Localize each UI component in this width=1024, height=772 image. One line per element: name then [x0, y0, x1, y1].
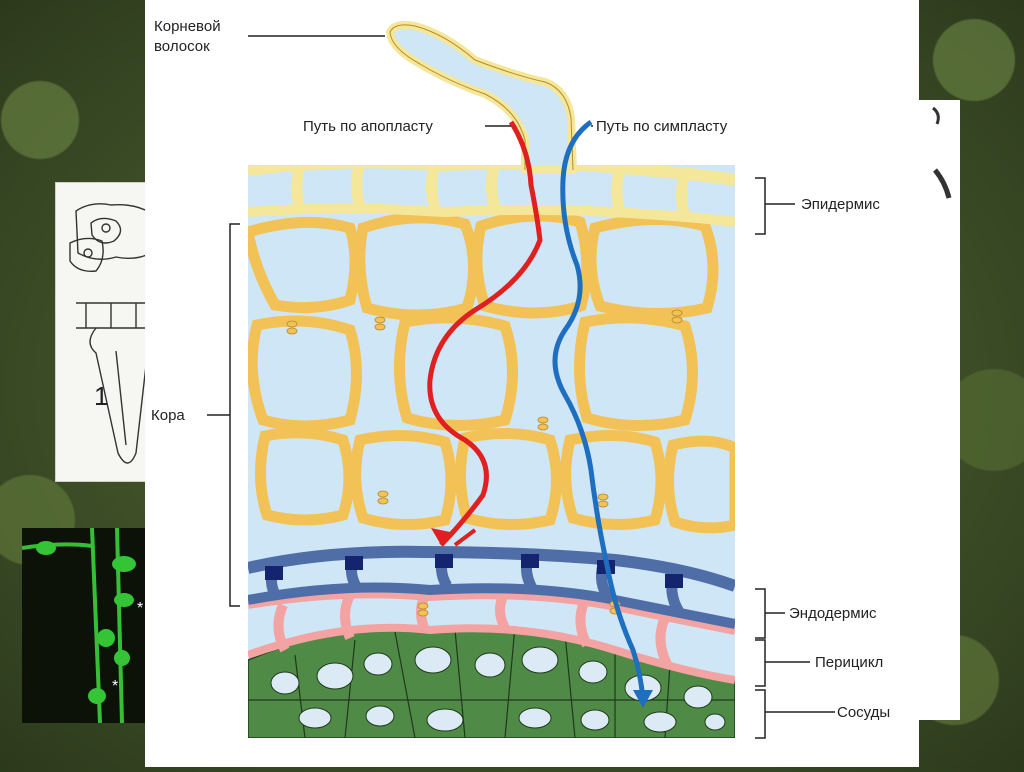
epidermis-layer — [248, 165, 735, 227]
fluorescence-drawing: * * — [21, 527, 143, 724]
label-leader-lines — [207, 35, 835, 739]
root-cross-section-diagram: Корневой волосок Путь по апопласту Путь … — [151, 18, 890, 739]
sketch-number: 1 — [94, 381, 108, 411]
label-pericycle: Перицикл — [815, 654, 883, 671]
pericycle-layer — [248, 588, 735, 684]
fluor-marker-1: * — [137, 600, 143, 617]
fluor-marker-2: * — [112, 678, 118, 695]
side-image-root-sketch: 1 — [55, 182, 157, 482]
endodermis-layer — [248, 545, 735, 629]
side-image-fluorescence: * * — [21, 527, 152, 724]
label-symplast: Путь по симпласту — [596, 118, 728, 135]
label-endodermis: Эндодермис — [789, 605, 877, 622]
casparian-strips — [265, 554, 683, 588]
cortex-cells — [248, 210, 735, 617]
label-root-hair-line1: Корневой — [154, 18, 221, 35]
apoplast-path-arrow — [427, 120, 543, 547]
root-hair — [385, 20, 578, 174]
label-epidermis: Эпидермис — [801, 196, 880, 213]
root-sketch-drawing: 1 — [69, 203, 153, 464]
label-vessels: Сосуды — [837, 704, 890, 721]
right-photo-drawing — [932, 106, 952, 199]
side-image-right — [915, 100, 960, 720]
symplast-path-arrow — [552, 119, 646, 701]
diagram-panel: Корневой волосок Путь по апопласту Путь … — [145, 0, 919, 767]
label-root-hair-line2: волосок — [154, 38, 210, 55]
label-apoplast: Путь по апопласту — [303, 118, 433, 135]
label-cortex: Кора — [151, 407, 185, 424]
